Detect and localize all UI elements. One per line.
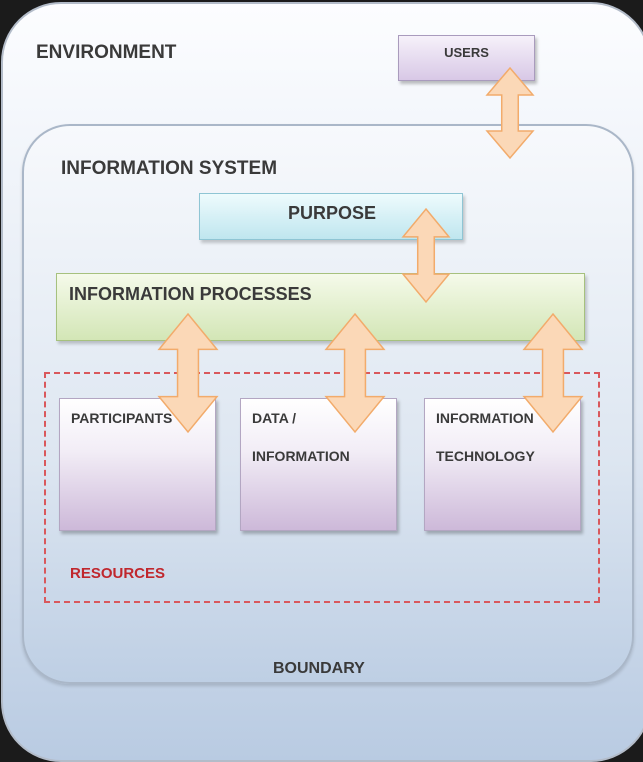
resource-it-line2: TECHNOLOGY — [436, 448, 535, 464]
boundary-label: BOUNDARY — [273, 660, 365, 677]
environment-title: ENVIRONMENT — [36, 42, 177, 63]
users-system-arrow — [485, 66, 535, 160]
purpose-processes-arrow — [401, 207, 451, 304]
resource-data-line1: DATA / — [252, 410, 297, 426]
information-processes-box: INFORMATION PROCESSES — [56, 273, 585, 341]
information-system-title: INFORMATION SYSTEM — [61, 158, 278, 179]
arrow-shape — [485, 66, 535, 160]
arrow-shape — [157, 312, 219, 434]
resources-title: RESOURCES — [70, 565, 166, 582]
resource-data-line2: INFORMATION — [252, 448, 350, 464]
resource-data-information-box: DATA / INFORMATION — [240, 398, 397, 531]
processes-participants-arrow — [157, 312, 219, 434]
users-box: USERS — [398, 35, 535, 81]
resource-it-line1: INFORMATION — [436, 410, 534, 426]
resources-region — [44, 372, 600, 603]
processes-technology-arrow — [522, 312, 584, 434]
processes-data-arrow — [324, 312, 386, 434]
arrow-shape — [324, 312, 386, 434]
resource-participants-line1: PARTICIPANTS — [71, 410, 173, 426]
arrow-shape — [401, 207, 451, 304]
arrow-shape — [522, 312, 584, 434]
